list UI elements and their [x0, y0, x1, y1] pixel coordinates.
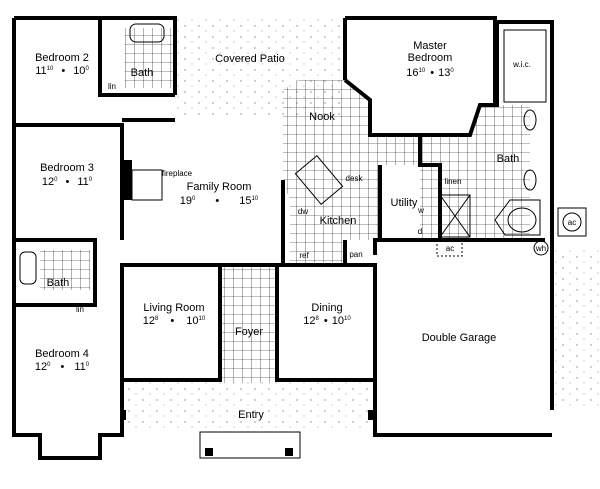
bath3-label: Bath [47, 277, 70, 289]
water-heater-label: wh [535, 244, 546, 253]
water-heater [533, 240, 549, 256]
entry-label: Entry [238, 409, 264, 421]
bath3-tile [40, 250, 90, 290]
garden-tub [494, 199, 541, 236]
ac-unit-label: ac [568, 218, 576, 227]
wic-label: w.i.c. [512, 60, 531, 69]
shower [439, 194, 471, 238]
bedroom3-dims: 120•110 [42, 176, 93, 188]
sink [523, 109, 537, 131]
ac-unit-pad [557, 207, 587, 237]
master-dims: 1610•130 [406, 67, 454, 79]
kitchen-label: Kitchen [320, 215, 357, 227]
fixtures [19, 23, 547, 285]
bathtub [19, 251, 37, 285]
family-room-dims: 190•1510 [180, 195, 259, 207]
living-room-dims: 128•1010 [143, 315, 206, 327]
dishwasher-label: dw [298, 207, 308, 216]
master-name: Bedroom [408, 52, 453, 64]
washer-label: w [417, 206, 424, 215]
nook-label: Nook [309, 111, 335, 123]
bath2-label: Bath [131, 67, 154, 79]
foyer-tile [220, 265, 277, 383]
pantry-label: pan [349, 250, 362, 259]
bathtub [129, 23, 165, 43]
bedroom2-name: Bedroom 2 [35, 52, 89, 64]
covered-patio-label: Covered Patio [215, 53, 285, 65]
garage-label: Double Garage [422, 332, 497, 344]
bedroom4-dims: 120•110 [35, 361, 90, 373]
ac-pad [436, 239, 463, 257]
utility-label: Utility [391, 197, 418, 209]
dryer-label: d [418, 227, 422, 236]
entry-steps [199, 431, 301, 459]
side-patio-area [555, 250, 600, 410]
bath2-tile [125, 28, 175, 88]
dining-name: Dining [311, 302, 342, 314]
desk-label: desk [346, 174, 364, 183]
linen-closet-label: linen [445, 177, 462, 186]
living-room-name: Living Room [143, 302, 204, 314]
fireplace-hearth [131, 169, 163, 201]
kitchen-nook-tile [283, 80, 420, 265]
fireplace-label: fireplace [162, 169, 193, 178]
entry-porch-area [125, 382, 375, 432]
sink [523, 169, 537, 191]
closet [503, 29, 547, 103]
master-bath-label: Bath [497, 153, 520, 165]
bedroom3-name: Bedroom 3 [40, 162, 94, 174]
foyer-label: Foyer [235, 326, 263, 338]
master-name: Master [413, 40, 447, 52]
bedroom2-dims: 1110•100 [35, 65, 89, 77]
linen-label-2: lin [76, 305, 84, 314]
linen-label: lin [108, 82, 116, 91]
kitchen-island [294, 154, 344, 206]
family-room-name: Family Room [187, 181, 252, 193]
dining-dims: 128•1010 [303, 315, 351, 327]
walls [12, 16, 554, 460]
bedroom4-name: Bedroom 4 [35, 348, 89, 360]
refrigerator-label: ref [299, 251, 309, 260]
ac-label: ac [446, 244, 454, 253]
